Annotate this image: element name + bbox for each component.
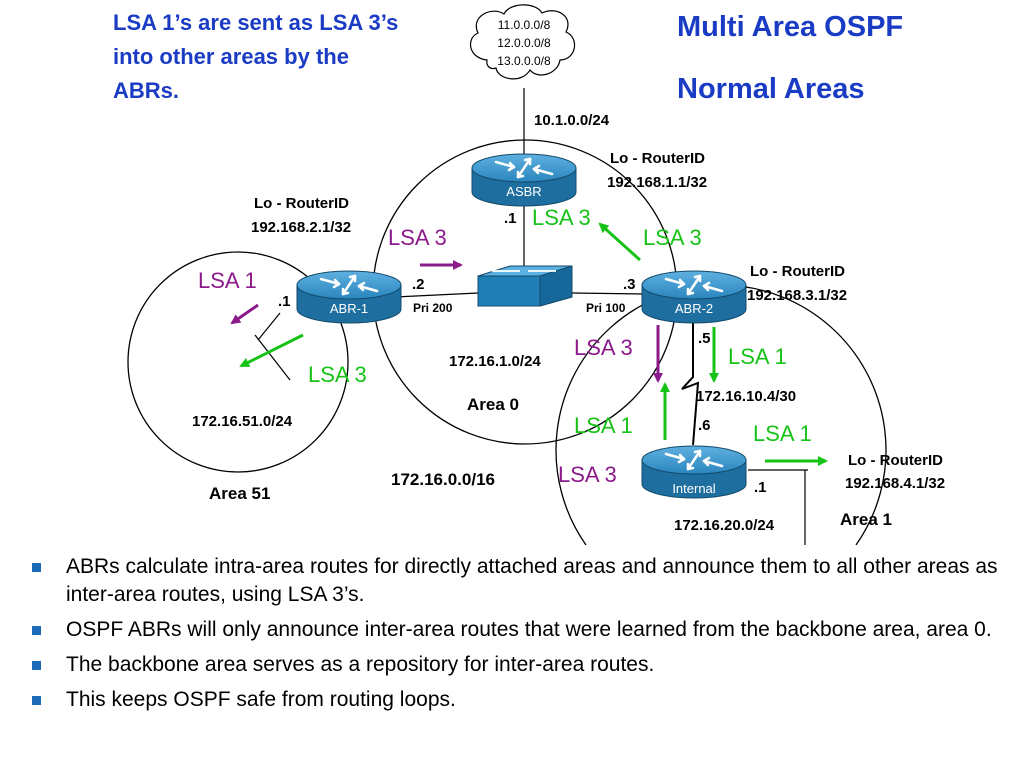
abr1-lo-label: Lo - RouterID: [254, 195, 349, 212]
abr1-priority: Pri 200: [413, 301, 453, 315]
abr2-lo-ip: 192.168.3.1/32: [747, 287, 847, 304]
bullet-item: The backbone area serves as a repository…: [28, 651, 998, 679]
lsa1-arrow-area51: [230, 303, 259, 325]
bullet-item: ABRs calculate intra-area routes for dir…: [28, 553, 998, 609]
external-link-network: 10.1.0.0/24: [534, 112, 610, 129]
abr1-lo-ip: 192.168.2.1/32: [251, 219, 351, 236]
bullet-text: This keeps OSPF safe from routing loops.: [66, 688, 456, 711]
headline-line-3: ABRs.: [113, 78, 179, 103]
bullet-square-icon: [32, 563, 41, 572]
bullet-text: The backbone area serves as a repository…: [66, 653, 655, 676]
bullet-text: OSPF ABRs will only announce inter-area …: [66, 618, 992, 641]
page-subtitle: Normal Areas: [677, 73, 865, 105]
internal-name: Internal: [672, 481, 715, 496]
abr1-area51-interface: .1: [278, 293, 291, 310]
bullet-square-icon: [32, 661, 41, 670]
lsa-label-abr1-lsa1: LSA 1: [198, 268, 257, 293]
cloud-icon: [469, 4, 576, 80]
asbr-name: ASBR: [506, 184, 541, 199]
abr2-router: ABR-2: [640, 269, 748, 325]
asbr-router: ASBR: [470, 152, 578, 208]
asbr-lo-label: Lo - RouterID: [610, 150, 705, 167]
internal-serial-interface: .6: [698, 417, 711, 434]
abr2-priority: Pri 100: [586, 301, 626, 315]
lsa-label-abr2-up-lsa3: LSA 3: [643, 225, 702, 250]
area1-lan-network: 172.16.20.0/24: [674, 517, 775, 534]
lsa-label-internal-lsa3: LSA 3: [558, 462, 617, 487]
area51-lan-line: [254, 334, 291, 381]
asbr-lo-ip: 192.168.1.1/32: [607, 174, 707, 191]
cloud-route-3: 13.0.0.0/8: [497, 54, 551, 68]
asbr-interface: .1: [504, 210, 517, 227]
internal-router: Internal: [640, 444, 748, 500]
area0-label: Area 0: [467, 395, 519, 414]
bullet-square-icon: [32, 626, 41, 635]
abr1-area0-interface: .2: [412, 276, 425, 293]
abr1-router: ABR-1: [295, 269, 403, 325]
internal-lo-ip: 192.168.4.1/32: [845, 475, 945, 492]
headline-line-2: into other areas by the: [113, 44, 349, 69]
ospf-network-diagram: 11.0.0.0/8 12.0.0.0/8 13.0.0.0/8 ASBR AB…: [113, 4, 945, 545]
cloud-route-1: 11.0.0.0/8: [498, 18, 551, 32]
lsa3-arrow-area51: [239, 333, 304, 368]
abr1-name: ABR-1: [330, 301, 368, 316]
cloud-route-2: 12.0.0.0/8: [497, 36, 551, 50]
bullet-item: OSPF ABRs will only announce inter-area …: [28, 616, 998, 644]
backbone-network: 172.16.1.0/24: [449, 353, 541, 370]
serial-link: [681, 320, 700, 446]
link-switch-abr2: [571, 292, 647, 295]
link-abr1-area51: [257, 312, 281, 341]
serial-network: 172.16.10.4/30: [696, 388, 796, 405]
lsa-label-abr1-lsa3: LSA 3: [388, 225, 447, 250]
page-title: Multi Area OSPF: [677, 11, 903, 43]
lsa-label-internal-right-lsa1: LSA 1: [753, 421, 812, 446]
abr2-name: ABR-2: [675, 301, 713, 316]
area51-network: 172.16.51.0/24: [192, 413, 293, 430]
lsa-label-internal-up-lsa1: LSA 1: [574, 413, 633, 438]
bullet-text: ABRs calculate intra-area routes for dir…: [66, 555, 998, 606]
internal-lo-label: Lo - RouterID: [848, 452, 943, 469]
area51-label: Area 51: [209, 484, 270, 503]
internal-lan-interface: .1: [754, 479, 767, 496]
lsa-label-abr2-down-lsa3: LSA 3: [574, 335, 633, 360]
lsa3-arrow-to-asbr: [598, 222, 642, 262]
abr2-lo-label: Lo - RouterID: [750, 263, 845, 280]
lsa-label-abr2-lsa1: LSA 1: [728, 344, 787, 369]
bullet-square-icon: [32, 696, 41, 705]
area51-boundary: [127, 251, 349, 473]
area1-label: Area 1: [840, 510, 892, 529]
bullet-list: ABRs calculate intra-area routes for dir…: [28, 553, 998, 721]
summary-network: 172.16.0.0/16: [391, 470, 495, 489]
headline-line-1: LSA 1’s are sent as LSA 3’s: [113, 10, 398, 35]
switch-icon: [477, 265, 573, 307]
lsa-label-asbr-lsa3: LSA 3: [532, 205, 591, 230]
abr2-area0-interface: .3: [623, 276, 636, 293]
bullet-item: This keeps OSPF safe from routing loops.: [28, 686, 998, 714]
link-abr1-switch: [394, 292, 479, 298]
abr2-serial-interface: .5: [698, 330, 711, 347]
lsa-label-area51-lsa3: LSA 3: [308, 362, 367, 387]
